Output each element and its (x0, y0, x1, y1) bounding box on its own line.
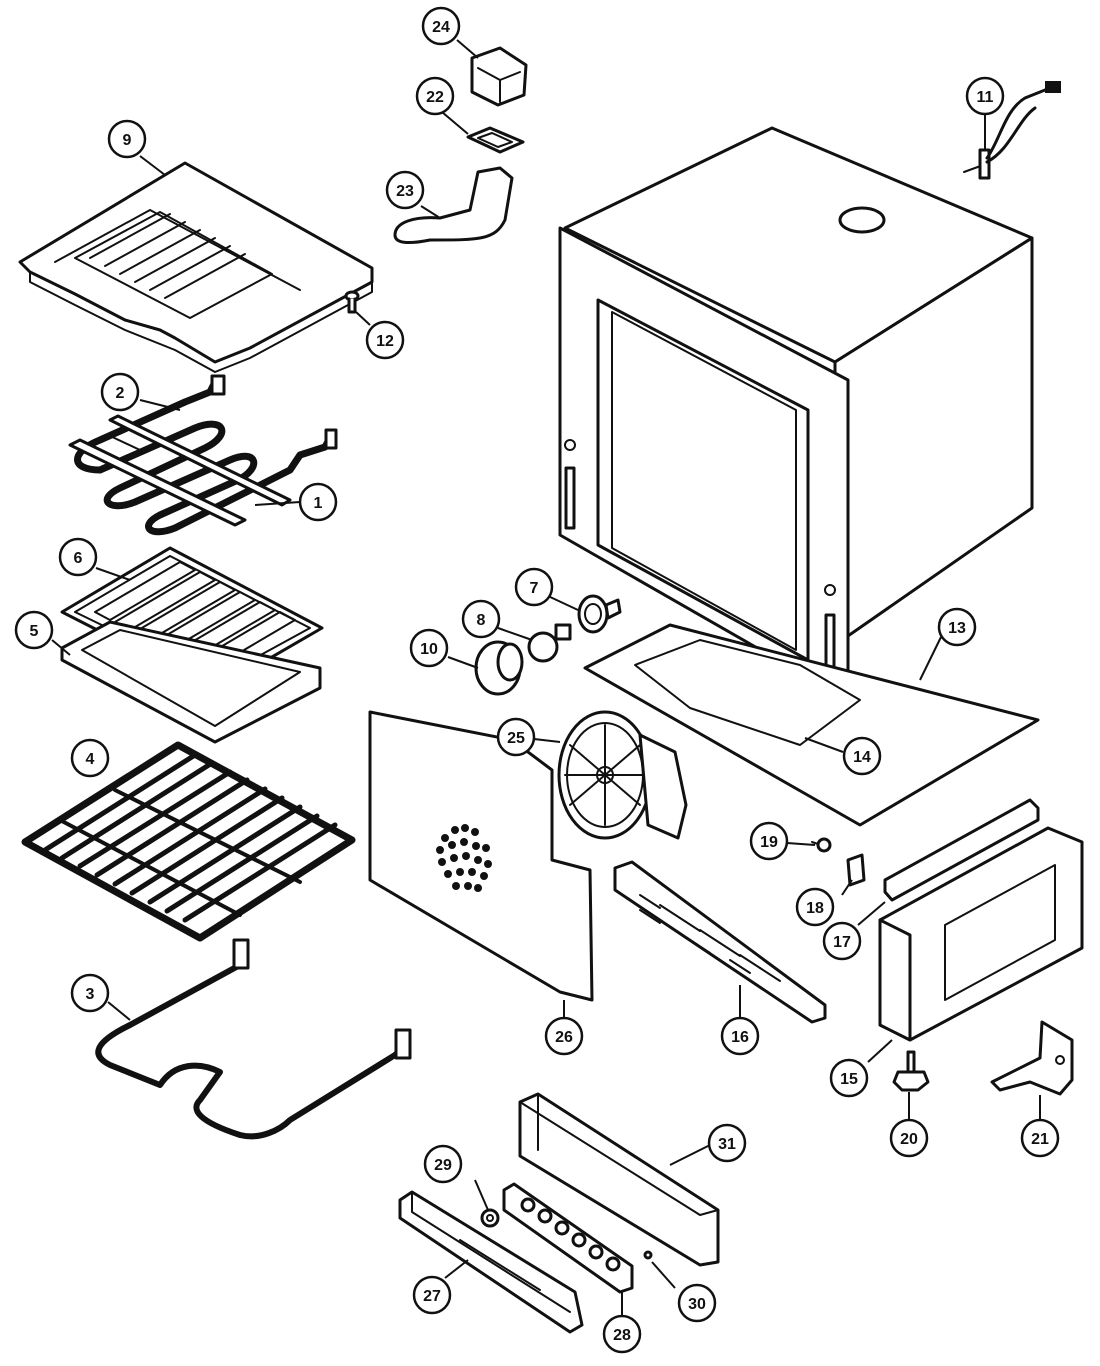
callout-21: 21 (1020, 1118, 1060, 1158)
callout-13: 13 (937, 607, 977, 647)
part-3-bottom-element (95, 938, 412, 1140)
callout-1-label: 1 (314, 495, 323, 512)
callout-3: 3 (70, 973, 110, 1013)
part-13-bottom-plate (583, 623, 1040, 827)
callout-9: 9 (107, 119, 147, 159)
part-7-lamp-socket (577, 594, 622, 634)
part-28-control-module (502, 1182, 634, 1294)
callout-31: 31 (707, 1123, 747, 1163)
part-23-vent-duct (393, 166, 514, 245)
callout-16-label: 16 (731, 1029, 749, 1046)
callout-30: 30 (677, 1283, 717, 1323)
callout-12-label: 12 (376, 333, 394, 350)
part-26-rear-panel (368, 710, 594, 1002)
callout-14-label: 14 (853, 749, 871, 766)
callout-24: 24 (421, 6, 461, 46)
part-31-control-housing (518, 1092, 720, 1267)
callout-8-label: 8 (477, 612, 486, 629)
part-18-clip (846, 853, 866, 887)
callout-5: 5 (14, 610, 54, 650)
callout-11: 11 (965, 76, 1005, 116)
callout-6-label: 6 (74, 550, 83, 567)
callout-24-label: 24 (432, 19, 450, 36)
part-21-anti-tip-bracket (990, 1020, 1074, 1096)
callout-17: 17 (822, 921, 862, 961)
callout-6: 6 (58, 537, 98, 577)
callout-21-label: 21 (1031, 1131, 1049, 1148)
callout-4-label: 4 (86, 751, 95, 768)
callout-22: 22 (415, 76, 455, 116)
part-10-lamp-lens (474, 640, 524, 696)
part-19-screw (811, 837, 832, 853)
part-8-light-bulb (527, 623, 572, 663)
callout-10: 10 (409, 628, 449, 668)
callout-29-label: 29 (434, 1157, 452, 1174)
callout-23: 23 (385, 170, 425, 210)
callout-25-label: 25 (507, 730, 525, 747)
callout-19-label: 19 (760, 834, 778, 851)
oven-cavity (558, 126, 1034, 702)
part-25-convection-fan (557, 710, 688, 840)
callout-17-label: 17 (833, 934, 851, 951)
callout-23-label: 23 (396, 183, 414, 200)
callout-22-label: 22 (426, 89, 444, 106)
callout-2: 2 (100, 372, 140, 412)
part-1-element-bracket (68, 414, 292, 527)
callout-18-label: 18 (806, 900, 824, 917)
callout-14: 14 (842, 736, 882, 776)
callout-27: 27 (412, 1275, 452, 1315)
callout-2-label: 2 (116, 385, 125, 402)
part-4-oven-rack (21, 741, 356, 942)
callout-29: 29 (423, 1144, 463, 1184)
callout-8: 8 (461, 599, 501, 639)
part-5-broil-pan (60, 620, 322, 744)
callout-31-label: 31 (718, 1136, 736, 1153)
callout-26: 26 (544, 1016, 584, 1056)
callout-26-label: 26 (555, 1029, 573, 1046)
callout-28-label: 28 (613, 1327, 631, 1344)
callout-30-label: 30 (688, 1296, 706, 1313)
callout-15: 15 (829, 1058, 869, 1098)
part-27-trim (398, 1190, 584, 1334)
callout-19: 19 (749, 821, 789, 861)
callout-20-label: 20 (900, 1131, 918, 1148)
callout-12: 12 (365, 320, 405, 360)
leader-lines (51, 39, 1041, 1318)
callout-3-label: 3 (86, 986, 95, 1003)
callout-28: 28 (602, 1314, 642, 1354)
part-30-fastener (643, 1250, 653, 1260)
callout-10-label: 10 (420, 641, 438, 658)
part-29-knob (480, 1208, 500, 1228)
callout-5-label: 5 (30, 623, 39, 640)
part-17-rail (883, 798, 1040, 902)
part-24-bracket (470, 46, 528, 107)
callout-13-label: 13 (948, 620, 966, 637)
callout-15-label: 15 (840, 1071, 858, 1088)
callout-1: 1 (298, 482, 338, 522)
callout-11-label: 11 (977, 89, 994, 106)
part-9-top-cover-plate (18, 161, 374, 373)
part-2-heating-element (74, 374, 338, 536)
part-12-screw (344, 290, 360, 314)
callout-16: 16 (720, 1016, 760, 1056)
part-22-gasket (466, 126, 525, 154)
part-15-drawer-box (878, 826, 1084, 1042)
callout-9-label: 9 (123, 132, 132, 149)
callout-20: 20 (889, 1118, 929, 1158)
part-20-leveling-leg (892, 1050, 930, 1092)
callout-4b: 4 (70, 738, 110, 778)
callout-27-label: 27 (423, 1288, 441, 1305)
callout-18: 18 (795, 887, 835, 927)
callout-7: 7 (514, 567, 554, 607)
part-16-vent-panel (613, 860, 827, 1024)
callout-25: 25 (496, 717, 536, 757)
callout-7-label: 7 (530, 580, 539, 597)
